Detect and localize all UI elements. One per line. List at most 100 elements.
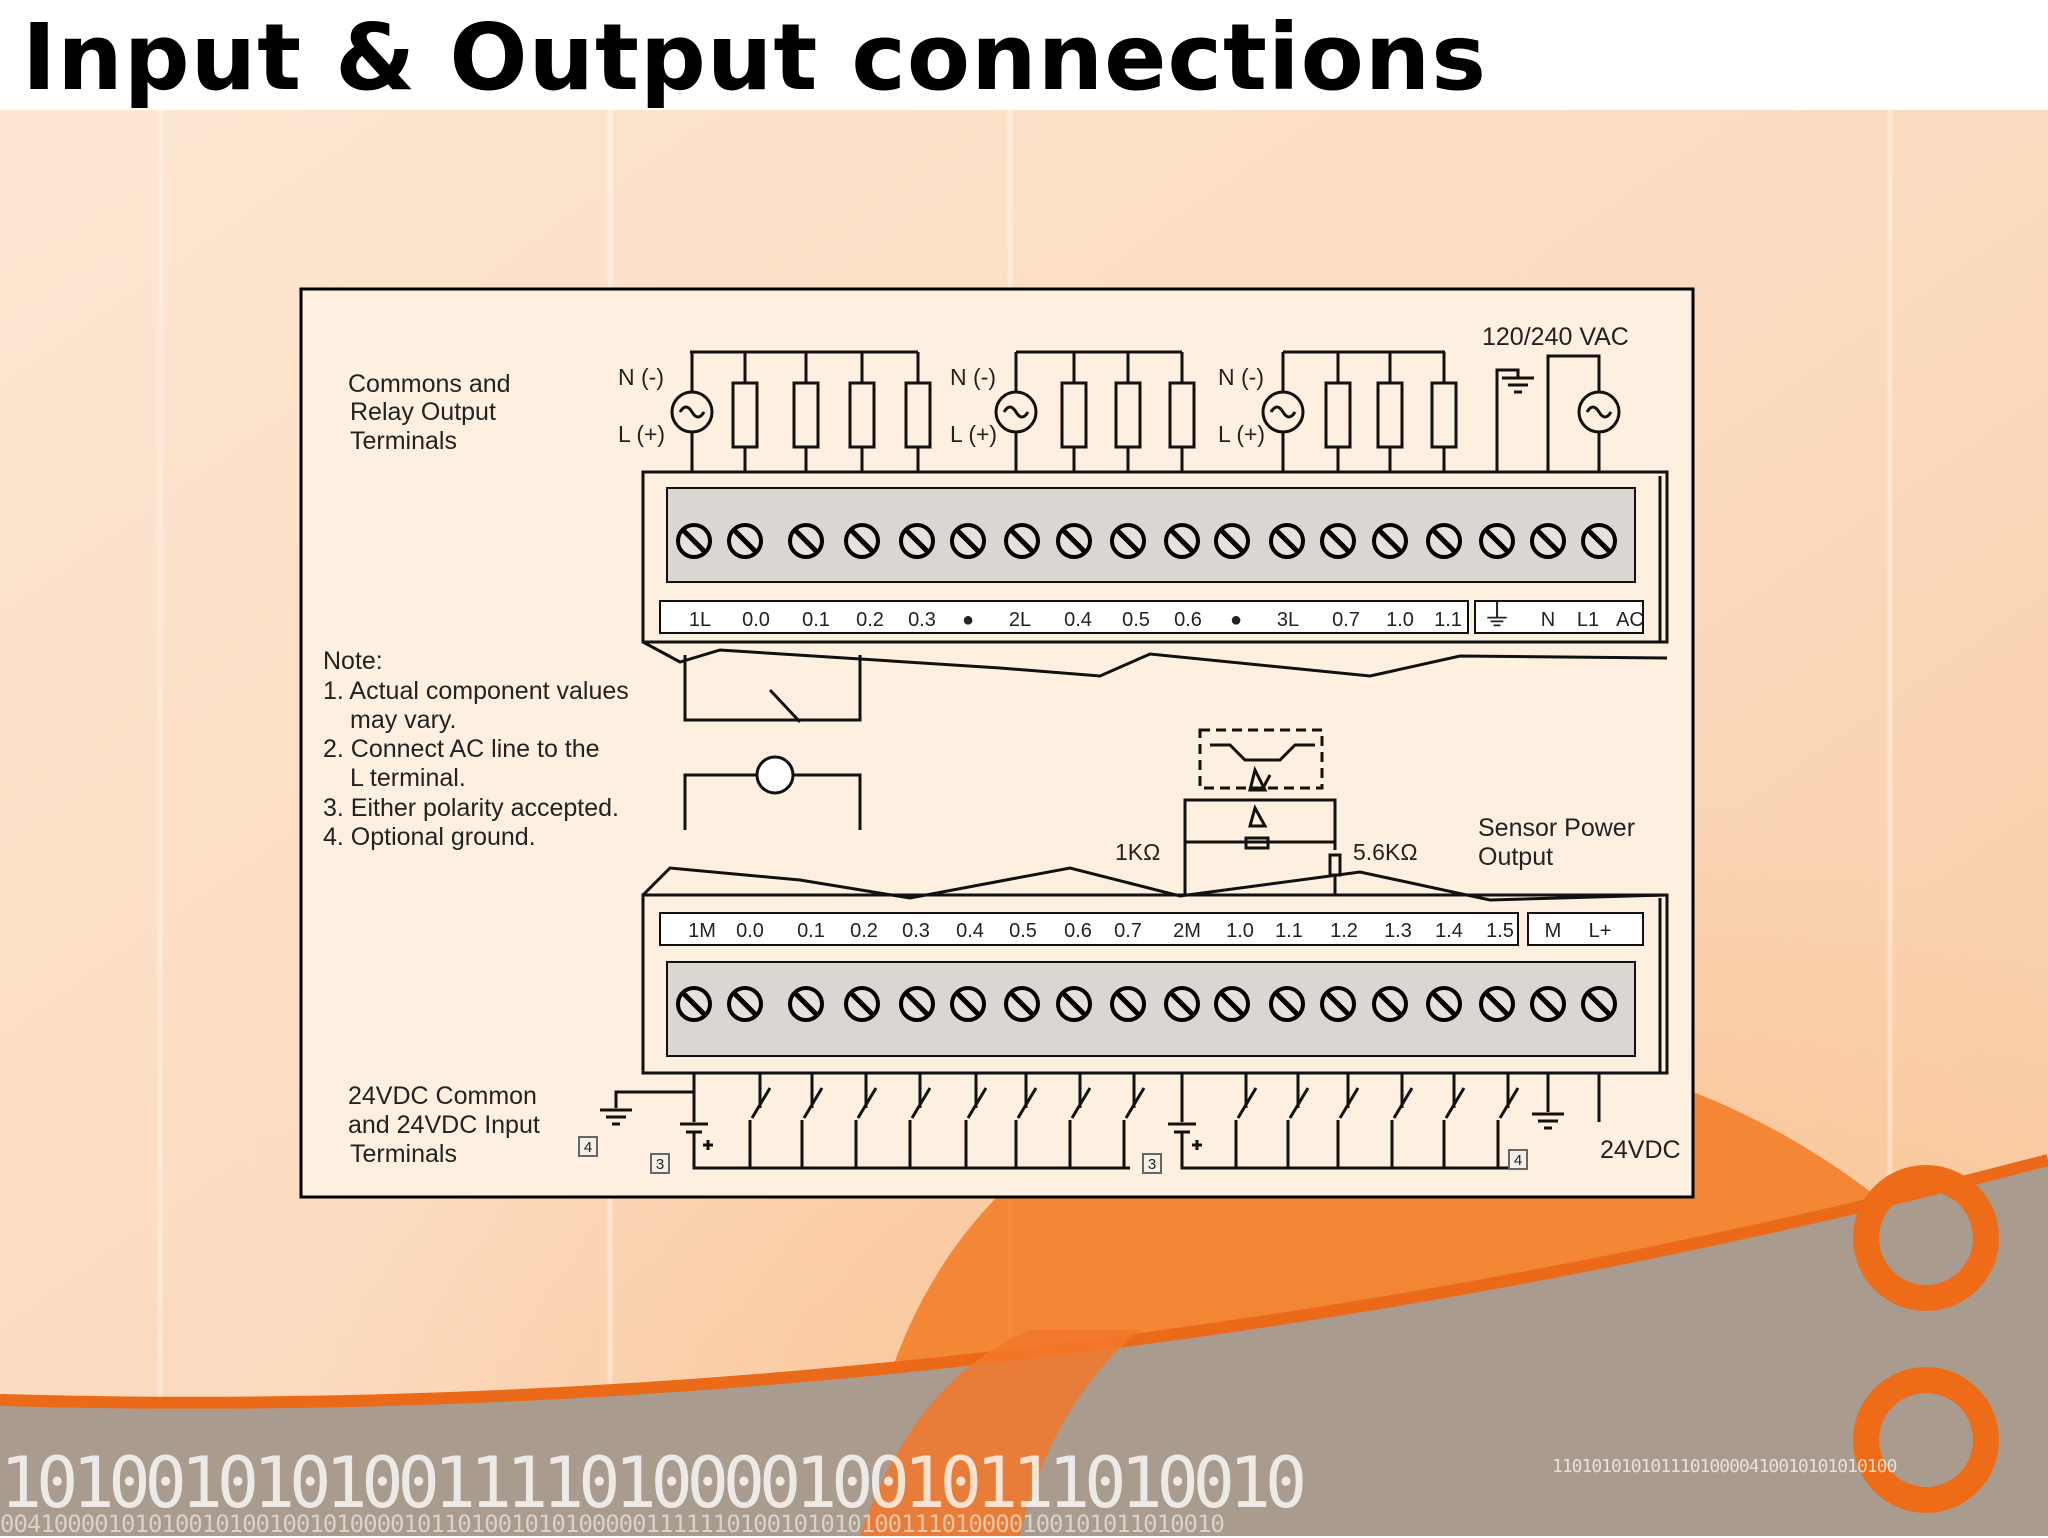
resistor-1k-label: 1KΩ <box>1115 839 1160 865</box>
note-4: 4. Optional ground. <box>323 823 536 851</box>
input-terminal-label: M <box>1545 920 1562 942</box>
input-screw-terminal <box>1583 988 1615 1020</box>
output-terminal-label: 0.6 <box>1174 609 1202 631</box>
output-screw-terminal <box>1271 525 1303 557</box>
input-switch <box>1286 1073 1310 1168</box>
marker-3-right: 3 <box>1148 1156 1156 1173</box>
group-1-neutral-label: N (-) <box>618 364 664 390</box>
note-2: 2. Connect AC line to the <box>323 735 600 763</box>
output-terminal-label: ● <box>1230 609 1242 631</box>
input-screw-terminal <box>1322 988 1354 1020</box>
output-caption-line-1: Commons and <box>348 370 511 398</box>
input-terminal-label: 1.2 <box>1330 920 1358 942</box>
group-1-line-label: L (+) <box>618 421 665 447</box>
output-screw-terminal <box>1166 525 1198 557</box>
dc-supply-label: 24VDC <box>1600 1136 1681 1164</box>
marker-4-right: 4 <box>1514 1152 1522 1169</box>
input-terminal-label: L+ <box>1589 920 1612 942</box>
output-terminal-label: 0.3 <box>908 609 936 631</box>
input-screw-terminal <box>1428 988 1460 1020</box>
input-screw-terminal <box>1481 988 1513 1020</box>
notes: Note: 1. Actual component values may var… <box>323 647 629 851</box>
input-switch <box>748 1073 772 1168</box>
input-screw-terminal <box>901 988 933 1020</box>
input-terminal-label: 1.5 <box>1486 920 1514 942</box>
input-terminal-label: 0.7 <box>1114 920 1142 942</box>
input-screw-terminal <box>678 988 710 1020</box>
input-terminal-block <box>641 893 1669 1075</box>
dc-source-2 <box>1168 1073 1512 1170</box>
output-terminal-label: L1 <box>1577 609 1599 631</box>
input-switch <box>1496 1073 1520 1168</box>
output-terminal-label: 0.1 <box>802 609 830 631</box>
output-terminal-label: 0.7 <box>1332 609 1360 631</box>
input-screw-terminal <box>1532 988 1564 1020</box>
input-terminal-label: 0.0 <box>736 920 764 942</box>
ground-wire <box>1495 368 1520 472</box>
input-screw-terminal <box>846 988 878 1020</box>
earth-ground-terminal-icon: ⏚ <box>1482 600 1512 633</box>
input-switch <box>1234 1073 1258 1168</box>
output-screw-terminal <box>790 525 822 557</box>
polarity-plus-2 <box>1192 1140 1202 1150</box>
input-switch <box>1336 1073 1360 1168</box>
input-terminal-label: 1M <box>688 920 716 942</box>
note-3: 3. Either polarity accepted. <box>323 794 619 822</box>
neutral-wire <box>1546 354 1601 472</box>
output-screw-terminal <box>901 525 933 557</box>
input-switch <box>1390 1073 1414 1168</box>
output-terminal-label: 1L <box>689 609 711 631</box>
input-terminal-label: 1.3 <box>1384 920 1412 942</box>
output-caption-line-2: Relay Output <box>350 398 496 426</box>
binary-text-small: 11010101010111010000410010101010100 <box>1552 1456 1897 1477</box>
output-screw-terminal <box>1374 525 1406 557</box>
output-wiring <box>670 350 1621 472</box>
notes-heading: Note: <box>323 647 383 675</box>
supply-voltage-label: 120/240 VAC <box>1482 323 1629 351</box>
output-screw-terminal <box>1583 525 1615 557</box>
dc-source-1 <box>680 1092 1130 1170</box>
output-screw-terminal <box>729 525 761 557</box>
input-screw-terminal <box>1271 988 1303 1020</box>
sensor-caption-line-1: Sensor Power <box>1478 814 1635 842</box>
input-switch <box>1068 1073 1092 1168</box>
output-screw-terminal <box>1322 525 1354 557</box>
group-2-neutral-label: N (-) <box>950 364 996 390</box>
note-markers: 4 3 3 4 <box>578 1136 1528 1174</box>
input-terminal-label: 0.2 <box>850 920 878 942</box>
input-circuit-symbol <box>1183 728 1342 895</box>
output-screw-terminal <box>952 525 984 557</box>
group-2-line-label: L (+) <box>950 421 997 447</box>
output-terminal-label: 0.4 <box>1064 609 1092 631</box>
note-1-cont: may vary. <box>350 706 457 734</box>
input-wiring <box>598 1073 1601 1170</box>
input-switch <box>1442 1073 1466 1168</box>
marker-3-left: 3 <box>656 1156 664 1173</box>
input-terminal-label: 1.1 <box>1275 920 1303 942</box>
input-screw-terminal <box>729 988 761 1020</box>
input-terminal-label: 1.0 <box>1226 920 1254 942</box>
output-terminal-label: 0.5 <box>1122 609 1150 631</box>
input-terminal-label: 0.4 <box>956 920 984 942</box>
input-terminal-label: 0.3 <box>902 920 930 942</box>
output-terminal-label: AC <box>1616 609 1644 631</box>
input-screw-terminal <box>1216 988 1248 1020</box>
output-screw-terminal <box>846 525 878 557</box>
output-screw-terminal <box>1216 525 1248 557</box>
input-screw-terminal <box>1058 988 1090 1020</box>
input-terminal-label: 0.1 <box>797 920 825 942</box>
output-terminal-label: 2L <box>1009 609 1031 631</box>
binary-text-large: 101001010100111101000010010111010010 <box>0 1442 1307 1524</box>
group-3-line-label: L (+) <box>1218 421 1265 447</box>
input-screw-terminal <box>952 988 984 1020</box>
input-terminal-label: 0.6 <box>1064 920 1092 942</box>
binary-text-bottom: 0041000010101001010010010100001011010010… <box>0 1510 1225 1538</box>
sensor-caption-line-2: Output <box>1478 843 1553 871</box>
input-screw-terminal <box>1166 988 1198 1020</box>
slide-title: Input & Output connections <box>22 4 1488 111</box>
output-caption-line-3: Terminals <box>350 427 457 455</box>
note-2-cont: L terminal. <box>350 764 466 792</box>
output-screw-terminal <box>678 525 710 557</box>
input-terminal-label: 0.5 <box>1009 920 1037 942</box>
